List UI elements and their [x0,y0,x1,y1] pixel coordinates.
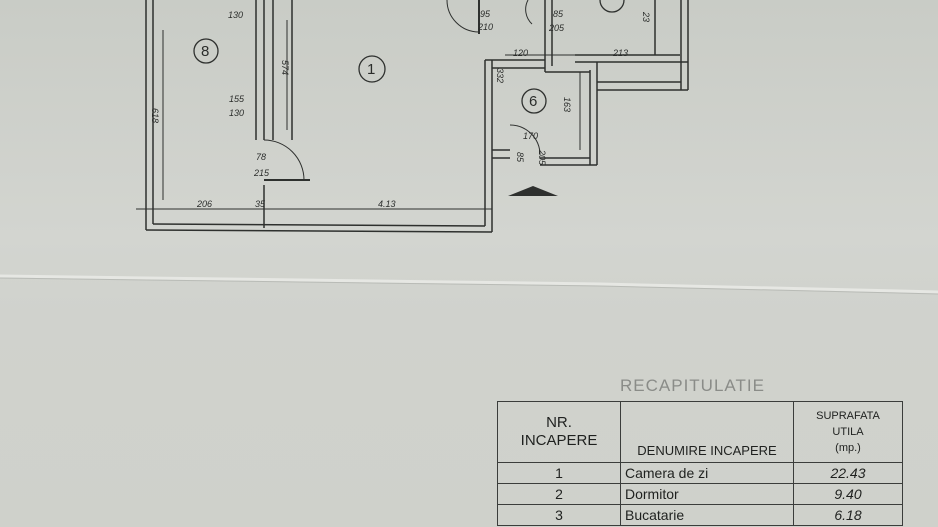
dim-78: 78 [256,152,266,162]
room-marker-1 [358,55,386,83]
dim-210: 210 [477,22,493,32]
paper-fold [0,274,938,295]
header-nr: NR. INCAPERE [497,401,621,463]
room-label-8: 8 [201,43,209,60]
dim-155: 155 [229,94,245,104]
room-label-6: 6 [529,93,537,110]
wall-bottom-outer [145,229,493,233]
dim-95: 95 [480,9,491,19]
room-marker-8 [193,38,219,64]
dim-170: 170 [523,131,538,141]
row-nr: 3 [497,504,621,526]
row-area: 22.43 [793,462,903,484]
dim-206: 206 [196,199,212,209]
row-name: Dormitor [620,483,794,505]
dim-23: 23 [641,11,651,22]
header-area: SUPRAFATA UTILA (mp.) [793,401,903,463]
row-name: Bucatarie [620,504,794,526]
dim-332: 332 [495,68,505,83]
table-row: 1 Camera de zi 22.43 [497,462,903,484]
row-area: 9.40 [793,483,903,505]
dim-213: 213 [612,48,628,58]
row-name: Camera de zi [620,462,794,484]
table-row: 3 Bucatarie 6.18 [497,504,903,526]
dim-413: 4.13 [378,199,396,209]
recap-title: RECAPITULATIE [620,376,765,395]
dim-85: 85 [553,9,564,19]
room-marker-6 [521,88,547,114]
dim-35: 35 [255,199,266,209]
dim-618: 618 [150,108,160,123]
door-swing-room1 [446,0,480,33]
entrance-arrow-icon [508,186,558,196]
dim-215: 215 [253,168,270,178]
door-swing-room8 [263,139,305,181]
row-nr: 2 [497,483,621,505]
room-label-1: 1 [367,61,375,78]
dim-130-top: 130 [228,10,243,20]
dim-120: 120 [513,48,528,58]
dim-205-door: 205 [537,149,547,166]
header-name: DENUMIRE INCAPERE [620,401,794,463]
row-nr: 1 [497,462,621,484]
dim-163: 163 [562,97,572,112]
dim-85-door: 85 [515,152,525,163]
room-marker-partial [599,0,625,13]
wall-bottom-inner [152,223,486,227]
dim-574: 574 [280,60,290,75]
door-swing-upper [525,0,533,25]
floor-plan: 8 1 6 130 95 210 85 205 23 120 213 332 6… [136,0,689,233]
recap-header-row: NR. INCAPERE DENUMIRE INCAPERE SUPRAFATA… [497,401,903,463]
door-swing-room6 [509,124,541,156]
dim-205-top: 205 [548,23,565,33]
table-row: 2 Dormitor 9.40 [497,483,903,505]
recap-table: NR. INCAPERE DENUMIRE INCAPERE SUPRAFATA… [497,401,903,526]
dim-130: 130 [229,108,244,118]
row-area: 6.18 [793,504,903,526]
